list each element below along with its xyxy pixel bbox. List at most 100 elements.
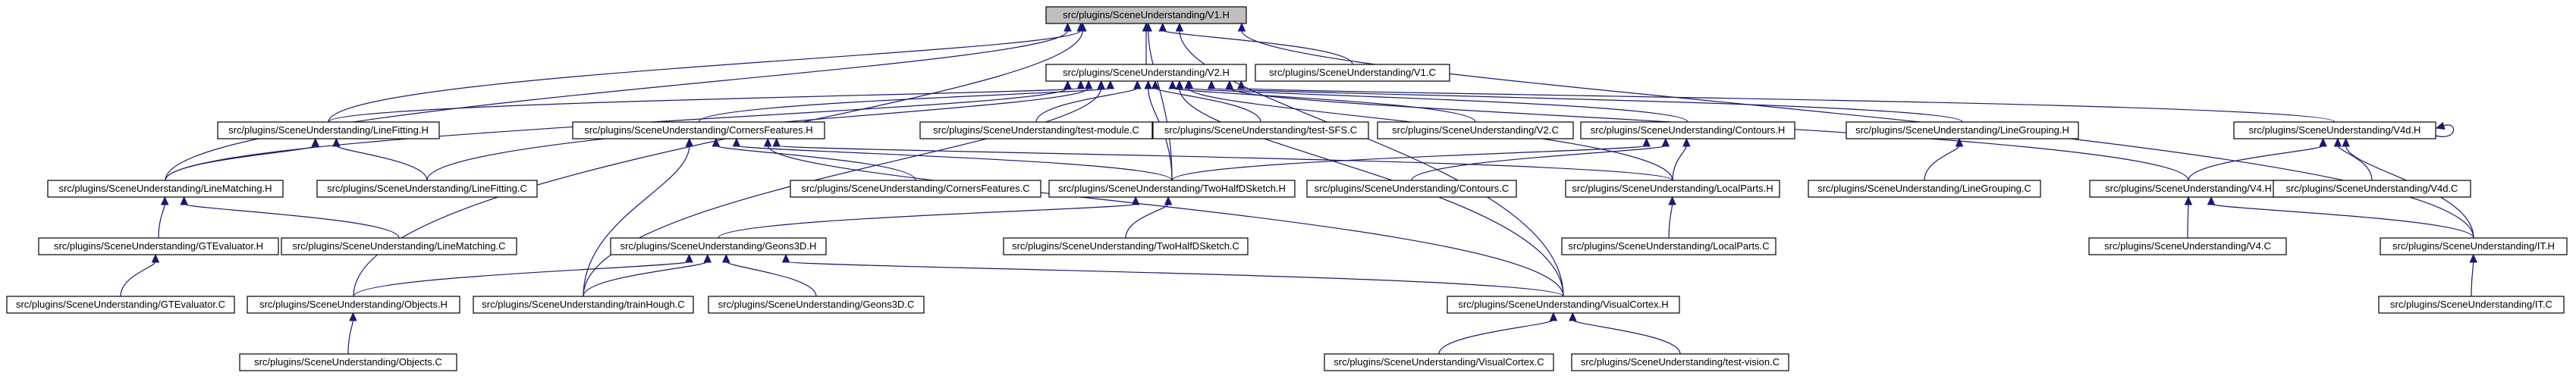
node-lmh[interactable]: src/plugins/SceneUnderstanding/LineMatch… — [47, 180, 284, 198]
node-label: src/plugins/SceneUnderstanding/V2.H — [1063, 67, 1230, 78]
node-tmc[interactable]: src/plugins/SceneUnderstanding/test-modu… — [919, 121, 1153, 139]
node-itc[interactable]: src/plugins/SceneUnderstanding/IT.C — [2378, 296, 2565, 314]
node-thc[interactable]: src/plugins/SceneUnderstanding/trainHoug… — [473, 296, 694, 314]
edge-line — [718, 203, 1136, 239]
node-label: src/plugins/SceneUnderstanding/trainHoug… — [482, 299, 684, 310]
node-box — [1045, 6, 1247, 24]
node-v2c[interactable]: src/plugins/SceneUnderstanding/V2.C — [1377, 121, 1574, 139]
node-lgc[interactable]: src/plugins/SceneUnderstanding/LineGroup… — [1808, 180, 2041, 198]
node-cfc[interactable]: src/plugins/SceneUnderstanding/CornersFe… — [790, 180, 1041, 198]
node-objh[interactable]: src/plugins/SceneUnderstanding/Objects.H — [247, 296, 460, 314]
node-g3dh[interactable]: src/plugins/SceneUnderstanding/Geons3D.H — [610, 237, 827, 255]
edge-line — [785, 261, 1564, 297]
edge-line — [1172, 87, 1476, 123]
node-gtec[interactable]: src/plugins/SceneUnderstanding/GTEvaluat… — [6, 296, 235, 314]
edge-gtec-to-gteh — [120, 253, 160, 297]
node-v4dh[interactable]: src/plugins/SceneUnderstanding/V4d.H — [2233, 121, 2436, 139]
arrowhead — [1076, 80, 1085, 89]
edge-line — [698, 87, 1111, 123]
node-lph[interactable]: src/plugins/SceneUnderstanding/LocalPart… — [1565, 180, 1780, 198]
node-v1h[interactable]: src/plugins/SceneUnderstanding/V1.H — [1045, 6, 1247, 24]
edge-lmh-to-lfh — [165, 137, 320, 181]
arrowhead — [763, 137, 772, 147]
node-box — [1447, 296, 1680, 314]
node-objc[interactable]: src/plugins/SceneUnderstanding/Objects.C — [239, 353, 457, 371]
node-box — [1377, 121, 1574, 139]
node-label: src/plugins/SceneUnderstanding/Geons3D.C — [718, 299, 915, 310]
node-cfh[interactable]: src/plugins/SceneUnderstanding/CornersFe… — [572, 121, 825, 139]
node-v4c[interactable]: src/plugins/SceneUnderstanding/V4.C — [2088, 237, 2287, 255]
node-label: src/plugins/SceneUnderstanding/LineFitti… — [228, 124, 429, 136]
node-box — [1152, 121, 1369, 139]
node-box — [1580, 121, 1795, 139]
node-box — [1565, 180, 1780, 198]
node-box — [1255, 64, 1450, 82]
arrowhead — [2342, 137, 2350, 147]
edge-v2c-to-v2h — [1168, 80, 1476, 123]
node-box — [2380, 237, 2568, 255]
node-tdsc[interactable]: src/plugins/SceneUnderstanding/TwoHalfDS… — [1003, 237, 1249, 255]
node-gteh[interactable]: src/plugins/SceneUnderstanding/GTEvaluat… — [38, 237, 279, 255]
node-vcc[interactable]: src/plugins/SceneUnderstanding/VisualCor… — [1324, 353, 1554, 371]
arrowhead — [1106, 80, 1115, 89]
arrowhead — [1133, 80, 1142, 89]
node-v2h[interactable]: src/plugins/SceneUnderstanding/V2.H — [1045, 64, 1247, 82]
node-tdsh[interactable]: src/plugins/SceneUnderstanding/TwoHalfDS… — [1048, 180, 1296, 198]
node-box — [708, 296, 925, 314]
node-tvc[interactable]: src/plugins/SceneUnderstanding/test-visi… — [1571, 353, 1789, 371]
node-conh[interactable]: src/plugins/SceneUnderstanding/Contours.… — [1580, 121, 1795, 139]
node-lfh[interactable]: src/plugins/SceneUnderstanding/LineFitti… — [217, 121, 440, 139]
arrowhead — [1144, 80, 1152, 89]
node-layer: src/plugins/SceneUnderstanding/V1.H src/p… — [6, 6, 2568, 371]
edge-line — [1162, 30, 1353, 65]
node-conc[interactable]: src/plugins/SceneUnderstanding/Contours.… — [1306, 180, 1517, 198]
node-label: src/plugins/SceneUnderstanding/V4.C — [2104, 240, 2271, 252]
arrowhead — [1207, 80, 1216, 89]
edge-line — [1179, 87, 1564, 297]
arrowhead — [1164, 196, 1173, 205]
node-lgh[interactable]: src/plugins/SceneUnderstanding/LineGroup… — [1846, 121, 2079, 139]
node-label: src/plugins/SceneUnderstanding/VisualCor… — [1458, 299, 1668, 310]
node-label: src/plugins/SceneUnderstanding/V4.H — [2105, 183, 2272, 194]
edge-line — [725, 261, 817, 297]
node-box — [281, 237, 517, 255]
node-label: src/plugins/SceneUnderstanding/LineFitti… — [327, 183, 527, 194]
edge-lfh-to-v2h — [328, 80, 1085, 123]
node-box — [1808, 180, 2041, 198]
arrowhead — [1955, 137, 1964, 147]
node-label: src/plugins/SceneUnderstanding/IT.C — [2390, 299, 2552, 310]
edge-vcc-to-vch — [1438, 312, 1558, 355]
node-v4h[interactable]: src/plugins/SceneUnderstanding/V4.H — [2089, 180, 2288, 198]
arrowhead — [1184, 80, 1192, 89]
node-g3dc[interactable]: src/plugins/SceneUnderstanding/Geons3D.C — [708, 296, 925, 314]
node-label: src/plugins/SceneUnderstanding/LineMatch… — [292, 240, 505, 252]
node-box — [1048, 180, 1296, 198]
node-label: src/plugins/SceneUnderstanding/CornersFe… — [801, 183, 1029, 194]
node-tsfs[interactable]: src/plugins/SceneUnderstanding/test-SFS.… — [1152, 121, 1369, 139]
edge-line — [1211, 87, 1963, 123]
edge-line — [2188, 145, 2324, 181]
node-lpc[interactable]: src/plugins/SceneUnderstanding/LocalPart… — [1561, 237, 1776, 255]
node-lmc[interactable]: src/plugins/SceneUnderstanding/LineMatch… — [281, 237, 517, 255]
node-label: src/plugins/SceneUnderstanding/TwoHalfDS… — [1058, 183, 1286, 194]
edge-lgc-to-lgh — [1924, 137, 1964, 181]
edge-tsfs-to-v2h — [1151, 80, 1261, 123]
node-v1c[interactable]: src/plugins/SceneUnderstanding/V1.C — [1255, 64, 1450, 82]
node-box — [1324, 353, 1554, 371]
arrowhead — [2207, 196, 2216, 205]
arrowhead — [1175, 22, 1184, 32]
arrowhead — [2333, 137, 2342, 147]
edge-line — [583, 145, 690, 297]
node-lfc[interactable]: src/plugins/SceneUnderstanding/LineFitti… — [316, 180, 538, 198]
edge-line — [776, 145, 1673, 181]
node-v4dc[interactable]: src/plugins/SceneUnderstanding/V4d.C — [2273, 180, 2471, 198]
edge-cfh-to-v2h — [698, 80, 1115, 123]
node-vch[interactable]: src/plugins/SceneUnderstanding/VisualCor… — [1447, 296, 1680, 314]
node-ith[interactable]: src/plugins/SceneUnderstanding/IT.H — [2380, 237, 2568, 255]
edge-lph-to-conh — [1672, 137, 1691, 181]
node-box — [572, 121, 825, 139]
edge-lfh-to-v1h — [328, 22, 1085, 123]
arrowhead — [2184, 196, 2193, 205]
arrowhead — [712, 137, 721, 147]
edge-line — [1924, 145, 1960, 181]
